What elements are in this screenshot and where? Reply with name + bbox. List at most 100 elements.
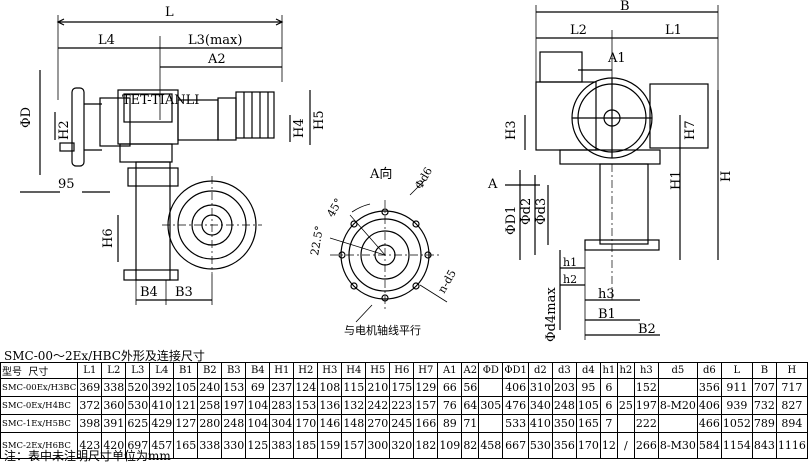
column-header: L4 <box>149 362 175 379</box>
table-cell: 911 <box>720 378 753 397</box>
table-cell: 56 <box>461 378 480 397</box>
table-cell: 667 <box>502 432 529 459</box>
dim-B2: B2 <box>638 322 656 337</box>
table-cell: 148 <box>341 414 367 433</box>
table-cell: 245 <box>389 414 415 433</box>
table-cell: 166 <box>413 414 439 433</box>
table-cell: 223 <box>389 396 415 415</box>
table-cell: 159 <box>317 432 343 459</box>
dim-L2: L2 <box>570 23 587 38</box>
table-cell: 360 <box>101 396 127 415</box>
column-header: ΦD1 <box>502 362 529 379</box>
table-cell: 76 <box>437 396 463 415</box>
table-cell: 369 <box>77 378 103 397</box>
model-cell: SMC-0Ex/H4BC <box>0 396 79 415</box>
table-cell: 356 <box>551 432 577 459</box>
table-cell: 584 <box>696 432 722 459</box>
table-cell: 530 <box>527 432 553 459</box>
dim-H6: H6 <box>101 228 116 248</box>
table-cell: 197 <box>633 396 659 415</box>
angle-45: 45° <box>324 196 345 219</box>
table-cell: 197 <box>221 396 247 415</box>
dim-phi-d2: Φd2 <box>519 198 534 225</box>
column-header: B3 <box>221 362 247 379</box>
column-header: h3 <box>633 362 659 379</box>
table-cell <box>657 378 698 397</box>
table-cell: 625 <box>125 414 151 433</box>
table-cell: 410 <box>149 396 175 415</box>
corner-top-label: 尺寸 <box>28 367 49 378</box>
table-cell: 104 <box>245 396 271 415</box>
table-cell: 466 <box>696 414 722 433</box>
table-cell: 153 <box>221 378 247 397</box>
dim-L4: L4 <box>98 33 115 48</box>
dim-B: B <box>620 0 630 14</box>
table-cell: 533 <box>502 414 529 433</box>
table-cell: 392 <box>149 378 175 397</box>
table-caption: SMC-00～2Ex/HBC外形及连接尺寸 <box>4 349 205 363</box>
dim-A1: A1 <box>607 51 626 66</box>
table-cell: 132 <box>341 396 367 415</box>
dim-phi-d6: Φd6 <box>412 165 435 191</box>
table-cell: 843 <box>751 432 777 459</box>
brand-label: TET-TIANLI <box>122 93 199 108</box>
table-cell: 129 <box>413 378 439 397</box>
dim-n-d5: n-d5 <box>435 267 459 295</box>
dim-h2: h2 <box>563 273 577 286</box>
table-cell: 115 <box>341 378 367 397</box>
table-cell: 175 <box>389 378 415 397</box>
table-cell: 248 <box>551 396 577 415</box>
table-cell: 157 <box>341 432 367 459</box>
table-cell: 6 <box>599 396 618 415</box>
table-cell: 153 <box>293 396 319 415</box>
table-cell: 170 <box>575 432 601 459</box>
dim-B1: B1 <box>598 307 616 322</box>
table-cell: 121 <box>173 396 199 415</box>
dim-L3max: L3(max) <box>188 33 242 48</box>
table-cell: 732 <box>751 396 777 415</box>
table-cell: 406 <box>696 396 722 415</box>
technical-drawing: L L4 L3(max) A2 TET-TIANLI ΦD H2 H4 H5 9… <box>19 0 734 342</box>
table-cell: 1116 <box>775 432 808 459</box>
table-cell: 383 <box>269 432 295 459</box>
table-cell: 300 <box>365 432 391 459</box>
column-header: H1 <box>269 362 295 379</box>
table-cell: 270 <box>365 414 391 433</box>
table-cell: 283 <box>269 396 295 415</box>
table-cell: / <box>616 432 635 459</box>
table-cell: 210 <box>365 378 391 397</box>
table-cell: 237 <box>269 378 295 397</box>
table-cell: 320 <box>389 432 415 459</box>
table-cell: 458 <box>478 432 504 459</box>
table-cell: 105 <box>575 396 601 415</box>
table-cell: 1052 <box>720 414 753 433</box>
column-header: L1 <box>77 362 103 379</box>
column-header: H4 <box>341 362 367 379</box>
table-cell: 82 <box>461 432 480 459</box>
table-cell: 457 <box>149 432 175 459</box>
dim-phi-D1: ΦD1 <box>504 206 519 235</box>
table-cell: 242 <box>365 396 391 415</box>
table-cell: 310 <box>527 378 553 397</box>
table-cell: 240 <box>197 378 223 397</box>
column-header: H5 <box>365 362 391 379</box>
column-header: ΦD <box>478 362 504 379</box>
column-header: d3 <box>551 362 577 379</box>
table-cell: 66 <box>437 378 463 397</box>
table-cell: 717 <box>775 378 808 397</box>
table-cell: 7 <box>599 414 618 433</box>
table-cell: 165 <box>173 432 199 459</box>
dim-B4: B4 <box>140 285 158 300</box>
table-cell: 71 <box>461 414 480 433</box>
table-cell: 350 <box>551 414 577 433</box>
table-cell: 338 <box>197 432 223 459</box>
table-cell <box>616 378 635 397</box>
table-cell: 406 <box>502 378 529 397</box>
dim-L: L <box>165 5 174 20</box>
table-cell <box>478 414 504 433</box>
dim-L1: L1 <box>665 23 682 38</box>
dim-95: 95 <box>58 177 75 192</box>
table-cell: 165 <box>575 414 601 433</box>
column-header: d2 <box>527 362 553 379</box>
